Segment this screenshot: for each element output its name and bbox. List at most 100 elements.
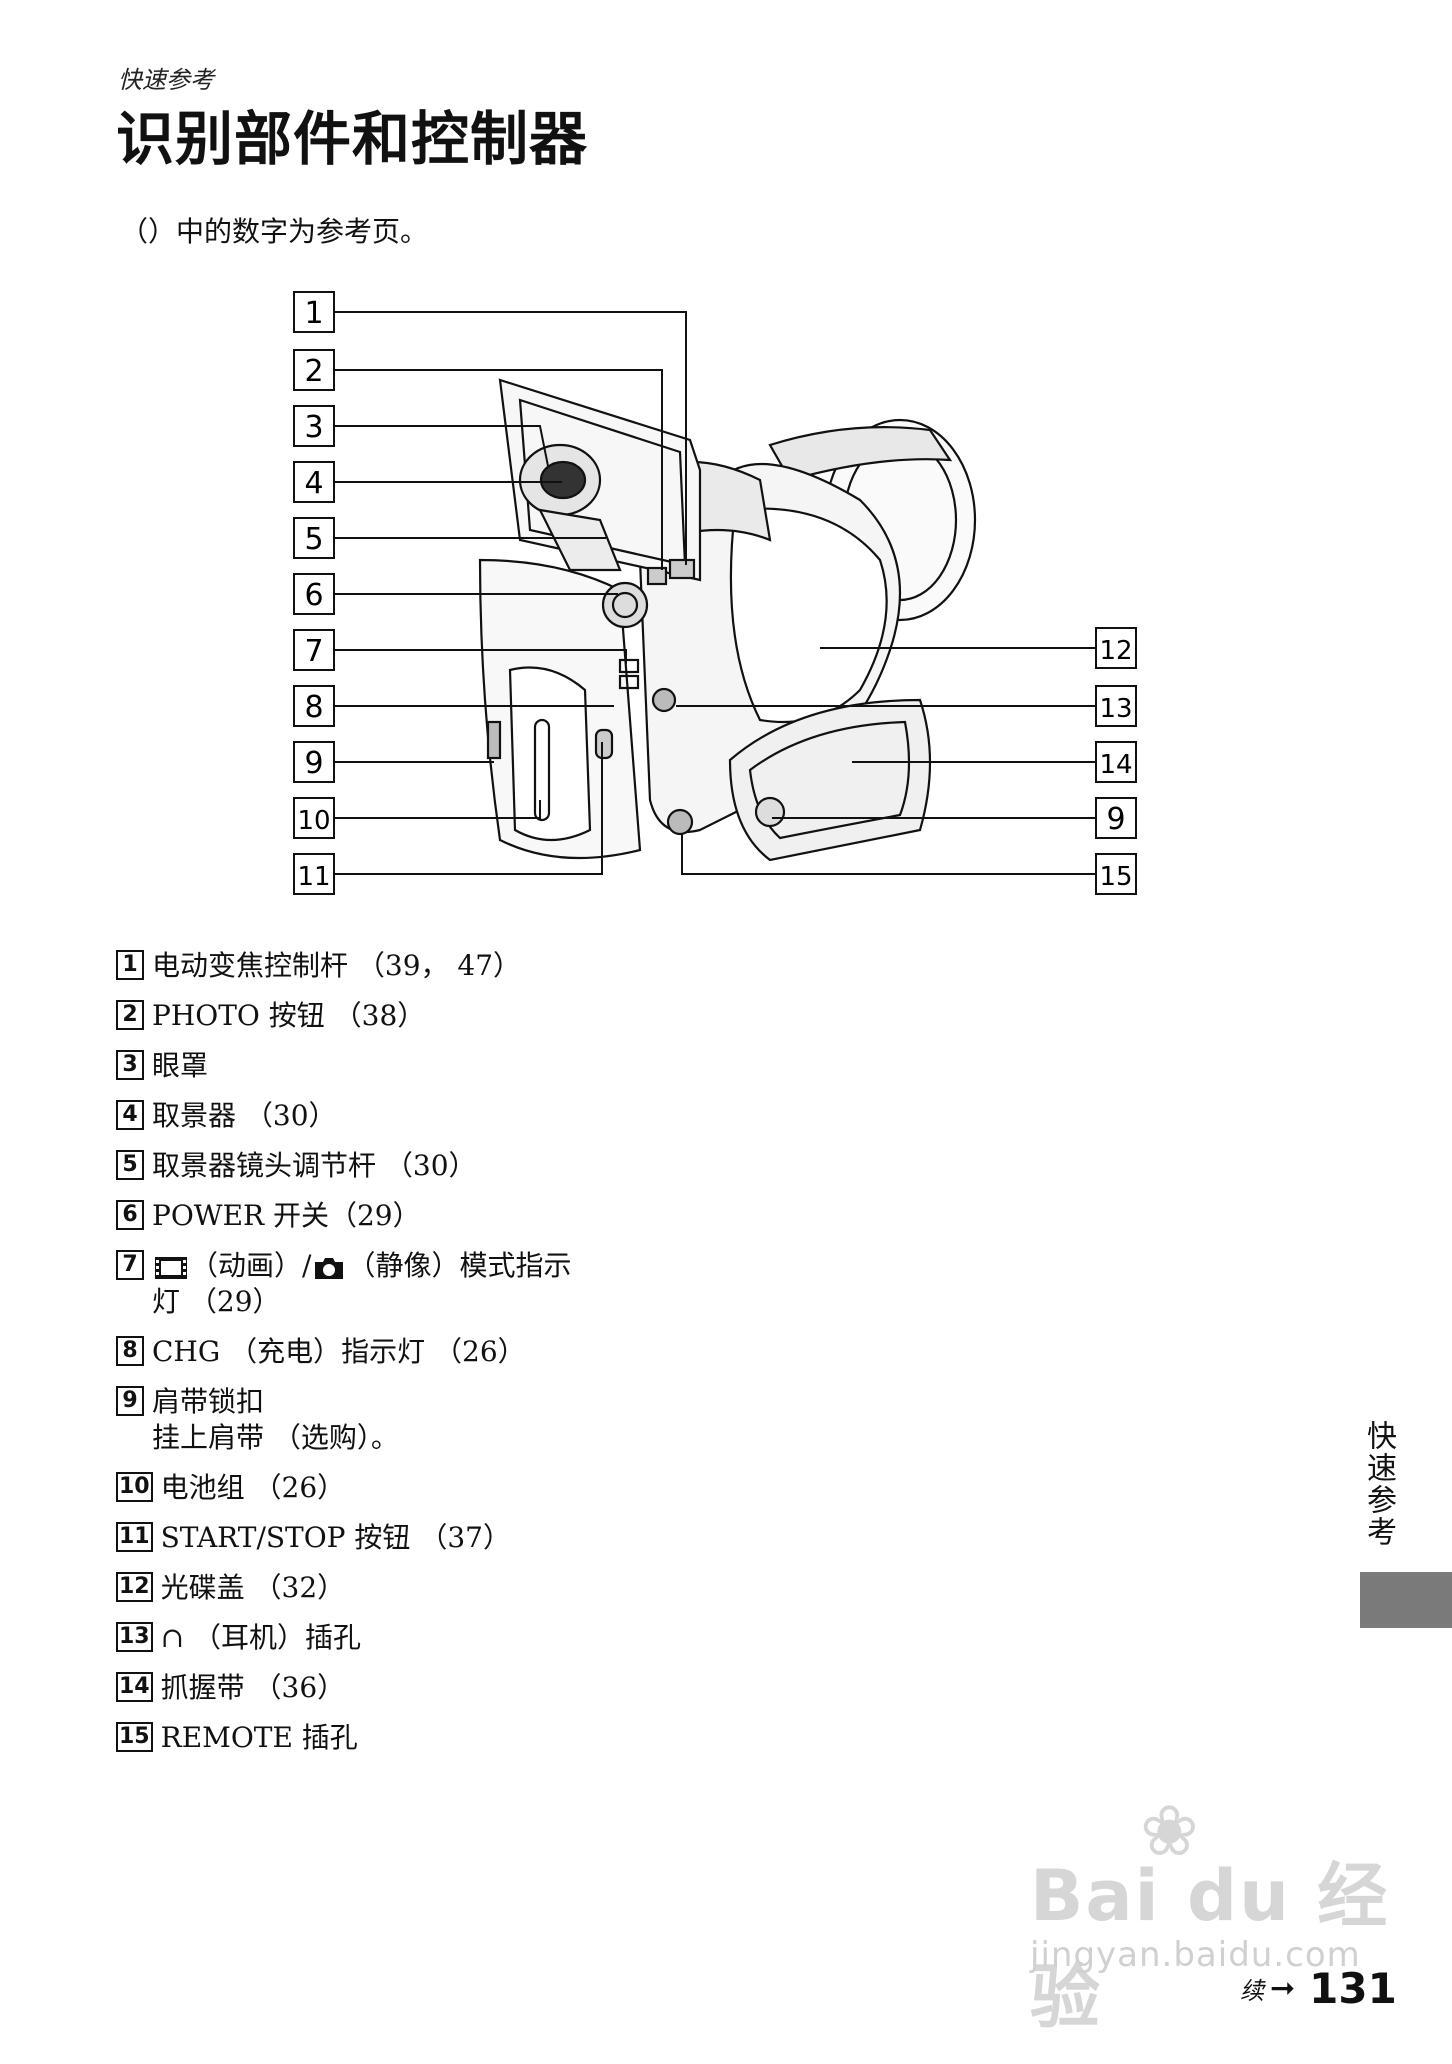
page-footer: 续 ➞ 131 xyxy=(1240,1964,1397,2013)
part-item-11: 11 START/STOP 按钮 （37） xyxy=(116,1520,816,1556)
part-label: 取景器镜头调节杆 （30） xyxy=(152,1149,477,1182)
part-label: REMOTE 插孔 xyxy=(160,1721,358,1754)
part-label: ∩ （耳机）插孔 xyxy=(160,1621,361,1654)
item-number: 8 xyxy=(116,1336,144,1366)
item-number: 11 xyxy=(116,1522,153,1552)
svg-text:2: 2 xyxy=(304,354,323,389)
part-item-12: 12 光碟盖 （32） xyxy=(116,1570,816,1606)
callout-10: 10 xyxy=(293,797,335,839)
item-number: 2 xyxy=(116,1000,144,1030)
part-item-15: 15 REMOTE 插孔 xyxy=(116,1720,816,1756)
callout-1: 1 xyxy=(293,291,335,333)
item-number: 15 xyxy=(116,1722,153,1752)
watermark-logo: Bai du 经验 xyxy=(1030,1855,1390,2038)
svg-text:11: 11 xyxy=(297,862,330,892)
part-label: POWER 开关（29） xyxy=(152,1199,421,1232)
callout-4: 4 xyxy=(293,461,335,503)
svg-text:13: 13 xyxy=(1099,694,1132,724)
item-number: 14 xyxy=(116,1672,153,1702)
svg-text:14: 14 xyxy=(1099,750,1132,780)
item-number: 5 xyxy=(116,1150,144,1180)
item-number: 9 xyxy=(116,1386,144,1416)
svg-text:7: 7 xyxy=(304,634,323,669)
callout-boxes: 1 2 3 4 5 6 7 8 9 10 11 12 13 14 9 15 xyxy=(293,291,1137,895)
parts-list: 1 电动变焦控制杆 （39， 47） 2 PHOTO 按钮 （38） 3 眼罩 … xyxy=(116,948,816,1770)
svg-text:10: 10 xyxy=(297,806,330,836)
part-item-14: 14 抓握带 （36） xyxy=(116,1670,816,1706)
callout-11: 11 xyxy=(293,853,335,895)
part-label-c: 灯 （29） xyxy=(152,1285,281,1318)
item-number: 10 xyxy=(116,1472,153,1502)
part-label: CHG （充电）指示灯 （26） xyxy=(152,1335,526,1368)
part-label: PHOTO 按钮 （38） xyxy=(152,999,426,1032)
part-label-sub: 挂上肩带 （选购）。 xyxy=(152,1421,399,1454)
part-item-4: 4 取景器 （30） xyxy=(116,1098,816,1134)
svg-text:9: 9 xyxy=(1106,802,1125,837)
callout-5: 5 xyxy=(293,517,335,559)
part-label: START/STOP 按钮 （37） xyxy=(160,1521,511,1554)
item-number: 12 xyxy=(116,1572,153,1602)
callout-9-left: 9 xyxy=(293,741,335,783)
part-item-9: 9 肩带锁扣 挂上肩带 （选购）。 xyxy=(116,1384,816,1456)
camcorder-diagram: 1 2 3 4 5 6 7 8 9 10 11 12 13 14 9 15 xyxy=(293,291,1137,895)
continued-label: 续 xyxy=(1240,1977,1264,2005)
callout-12: 12 xyxy=(1095,627,1137,669)
page-number: 131 xyxy=(1309,1964,1397,2013)
callout-9-right: 9 xyxy=(1095,797,1137,839)
section-label: 快速参考 xyxy=(118,66,214,94)
svg-text:6: 6 xyxy=(304,578,323,613)
item-number: 3 xyxy=(116,1050,144,1080)
part-item-13: 13 ∩ （耳机）插孔 xyxy=(116,1620,816,1656)
callout-8: 8 xyxy=(293,685,335,727)
side-tab-marker xyxy=(1360,1572,1452,1628)
side-tab-label: 快速参考 xyxy=(1361,1420,1396,1548)
camcorder-illustration xyxy=(478,378,977,862)
callout-14: 14 xyxy=(1095,741,1137,783)
movie-mode-icon xyxy=(155,1256,187,1279)
leader-lines xyxy=(334,311,1096,875)
part-label: 光碟盖 （32） xyxy=(160,1571,346,1604)
part-label: 电动变焦控制杆 （39， 47） xyxy=(152,949,522,982)
callout-3: 3 xyxy=(293,405,335,447)
part-item-3: 3 眼罩 xyxy=(116,1048,816,1084)
callout-15: 15 xyxy=(1095,853,1137,895)
part-label: 眼罩 xyxy=(152,1049,209,1082)
svg-text:15: 15 xyxy=(1099,862,1132,892)
item-number: 4 xyxy=(116,1100,144,1130)
part-label: 肩带锁扣 挂上肩带 （选购）。 xyxy=(152,1384,399,1456)
svg-text:9: 9 xyxy=(304,746,323,781)
page-title: 识别部件和控制器 xyxy=(116,105,589,173)
svg-text:3: 3 xyxy=(304,410,323,445)
part-label: 抓握带 （36） xyxy=(160,1671,346,1704)
callout-6: 6 xyxy=(293,573,335,615)
part-item-10: 10 电池组 （26） xyxy=(116,1470,816,1506)
part-item-7: 7 （动画）/ （静像）模式指示 灯 （29） xyxy=(116,1248,816,1320)
part-label: （动画）/ （静像）模式指示 灯 （29） xyxy=(152,1248,571,1320)
part-item-1: 1 电动变焦控制杆 （39， 47） xyxy=(116,948,816,984)
svg-text:12: 12 xyxy=(1099,636,1132,666)
part-item-2: 2 PHOTO 按钮 （38） xyxy=(116,998,816,1034)
svg-text:8: 8 xyxy=(304,690,323,725)
arrow-right-icon: ➞ xyxy=(1270,1971,1296,2006)
paw-logo-icon: ❀ xyxy=(1140,1790,1199,1872)
part-item-5: 5 取景器镜头调节杆 （30） xyxy=(116,1148,816,1184)
part-label-main: 肩带锁扣 xyxy=(152,1385,265,1418)
part-item-8: 8 CHG （充电）指示灯 （26） xyxy=(116,1334,816,1370)
item-number: 1 xyxy=(116,950,144,980)
part-label-b: （静像）模式指示 xyxy=(347,1249,572,1282)
item-number: 13 xyxy=(116,1622,153,1652)
item-number: 7 xyxy=(116,1250,144,1280)
part-label: 取景器 （30） xyxy=(152,1099,337,1132)
watermark-url: jingyan.baidu.com xyxy=(1030,1935,1361,1975)
svg-text:1: 1 xyxy=(304,296,323,331)
camera-icon xyxy=(315,1257,344,1279)
intro-note: （）中的数字为参考页。 xyxy=(120,215,429,248)
callout-2: 2 xyxy=(293,349,335,391)
item-number: 6 xyxy=(116,1200,144,1230)
svg-text:5: 5 xyxy=(304,522,323,557)
part-label: 电池组 （26） xyxy=(160,1471,346,1504)
part-item-6: 6 POWER 开关（29） xyxy=(116,1198,816,1234)
callout-7: 7 xyxy=(293,629,335,671)
svg-text:4: 4 xyxy=(304,466,323,501)
callout-13: 13 xyxy=(1095,685,1137,727)
